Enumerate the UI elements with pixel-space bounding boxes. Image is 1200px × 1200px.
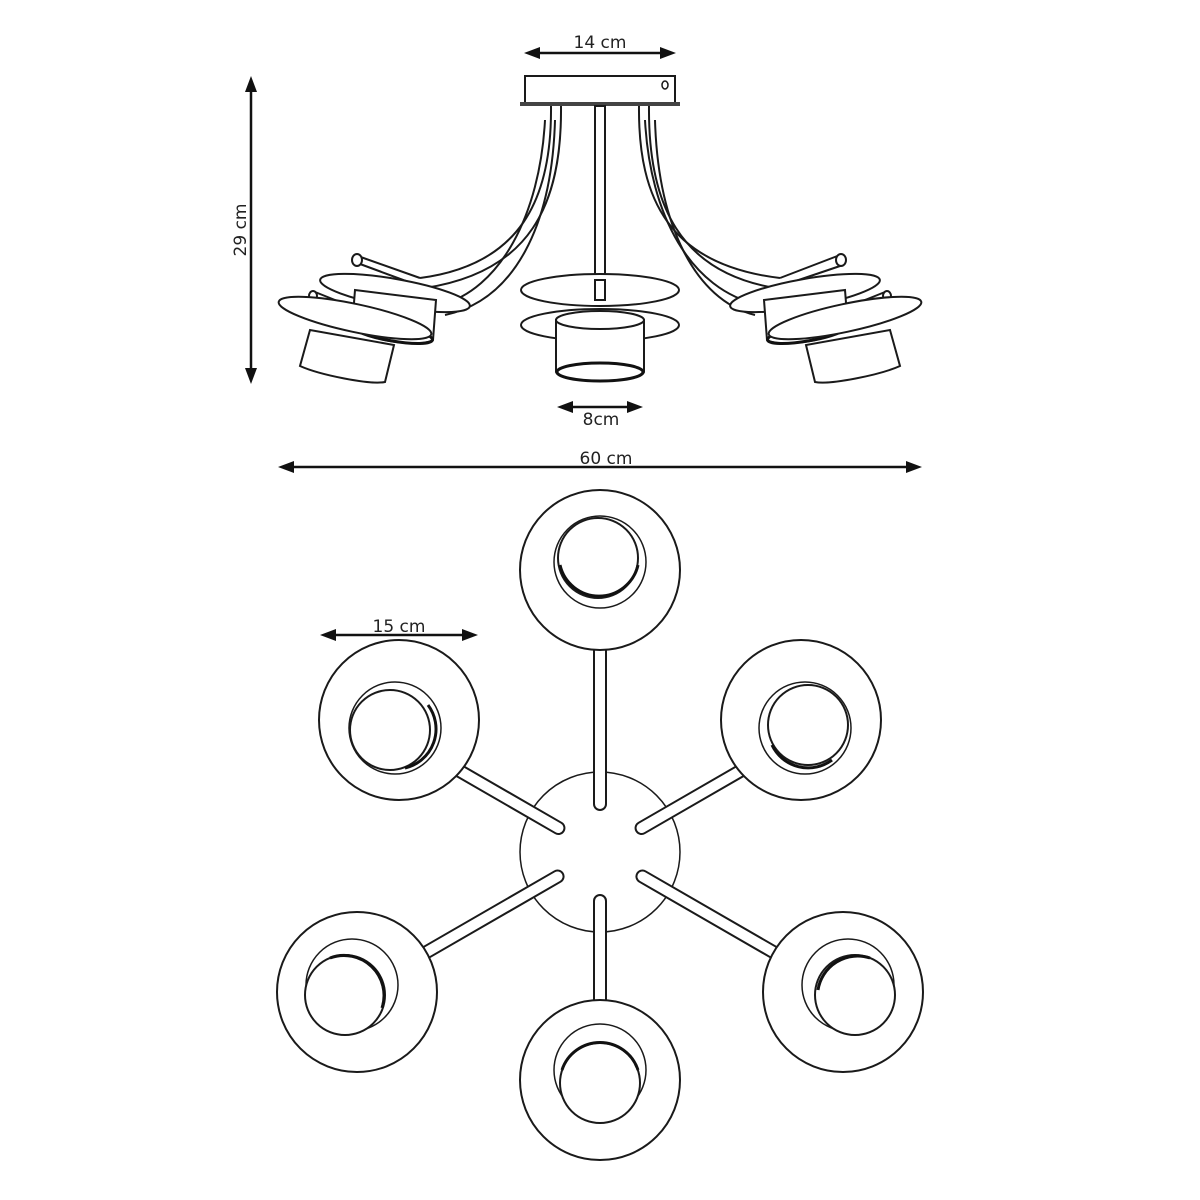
shade-upper-left [318, 639, 480, 801]
shade-lower-left [276, 911, 438, 1073]
right-lamp-front [767, 295, 923, 384]
center-lamp [520, 273, 680, 383]
total-width-label: 60 cm [580, 449, 633, 469]
total-width-dimension: 60 cm [278, 449, 922, 473]
height-dimension: 29 cm [231, 76, 257, 384]
screw-icon [661, 80, 669, 90]
shade-top [519, 489, 681, 651]
disc-diameter-dimension: 15 cm [320, 617, 478, 641]
canopy-width-label: 14 cm [574, 33, 627, 53]
shade-bottom [519, 999, 681, 1161]
canopy [520, 75, 680, 106]
side-elevation-view: 14 cm 29 cm [231, 33, 923, 473]
shade-diameter-label: 8cm [583, 410, 620, 430]
shade-upper-right [720, 639, 882, 801]
shade-diameter-dimension: 8cm [557, 401, 643, 430]
left-lamp-front [277, 295, 433, 384]
canopy-width-dimension: 14 cm [524, 33, 676, 59]
disc-diameter-label: 15 cm [373, 617, 426, 637]
height-label: 29 cm [231, 204, 251, 257]
shade-lower-right [762, 911, 924, 1073]
top-plan-view: 15 cm [276, 489, 924, 1161]
